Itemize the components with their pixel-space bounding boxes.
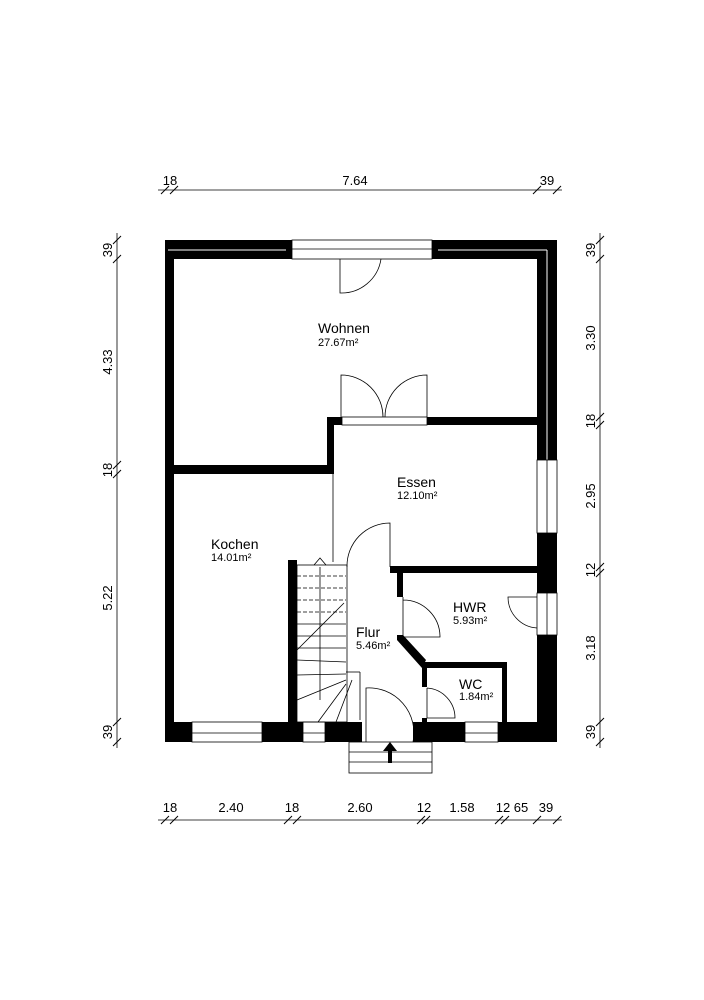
staircase — [296, 557, 361, 723]
dim-label: 2.95 — [583, 483, 598, 508]
dim-label: 3.30 — [583, 325, 598, 350]
dim-label: 2.60 — [347, 800, 372, 815]
dim-label: 12 — [496, 800, 510, 815]
room-flur: Flur 5.46m² — [356, 624, 391, 652]
dim-label: 18 — [583, 414, 598, 428]
room-name: Wohnen — [318, 320, 370, 336]
dim-label: 5.22 — [100, 585, 115, 610]
dim-label: 39 — [583, 725, 598, 739]
windows — [191, 239, 558, 743]
room-wc: WC 1.84m² — [459, 676, 494, 703]
dim-label: 7.64 — [342, 173, 367, 188]
room-wohnen: Wohnen 27.67m² — [318, 320, 370, 349]
dim-label: 39 — [100, 243, 115, 257]
door-swing-wc — [426, 687, 456, 719]
dimension-top: 18 7.64 39 — [158, 173, 562, 195]
room-name: Essen — [397, 474, 436, 490]
dim-label: 18 — [100, 463, 115, 477]
room-area: 12.10m² — [397, 490, 438, 502]
dim-label: 1.58 — [449, 800, 474, 815]
door-swing-wohnen-terrace — [339, 258, 382, 294]
room-area: 1.84m² — [459, 691, 494, 703]
dim-label: 39 — [539, 800, 553, 815]
dimension-bottom: 18 2.40 18 2.60 12 1.58 12 65 39 — [158, 800, 562, 825]
dim-label: 12 — [417, 800, 431, 815]
room-area: 5.46m² — [356, 640, 391, 652]
interior-walls — [174, 417, 537, 724]
dim-label: 18 — [163, 173, 177, 188]
dim-label: 12 — [583, 563, 598, 577]
stair-arrow-icon — [313, 557, 327, 566]
dim-label: 18 — [285, 800, 299, 815]
dim-label: 39 — [540, 173, 554, 188]
doors — [339, 258, 538, 743]
room-area: 14.01m² — [211, 552, 252, 564]
entrance-arrow-icon — [383, 742, 397, 763]
dim-label: 4.33 — [100, 349, 115, 374]
door-swing-hwr-window — [507, 596, 538, 629]
front-door-swing — [365, 687, 415, 743]
room-kochen: Kochen 14.01m² — [211, 536, 258, 564]
room-name: Kochen — [211, 536, 258, 552]
door-swing-flur-essen — [346, 522, 391, 568]
room-name: HWR — [453, 599, 486, 615]
dim-label: 39 — [583, 243, 598, 257]
room-area: 27.67m² — [318, 337, 359, 349]
dim-label: 18 — [163, 800, 177, 815]
double-door-wohnen-essen — [340, 374, 428, 418]
dim-label: 39 — [100, 725, 115, 739]
room-area: 5.93m² — [453, 615, 488, 627]
dim-label: 2.40 — [218, 800, 243, 815]
room-name: WC — [459, 676, 482, 692]
door-swing-hwr — [402, 597, 441, 638]
dimension-left: 39 4.33 18 5.22 39 — [100, 233, 122, 748]
room-essen: Essen 12.10m² — [397, 474, 438, 502]
room-name: Flur — [356, 624, 380, 640]
dim-label: 3.18 — [583, 635, 598, 660]
room-hwr: HWR 5.93m² — [453, 599, 488, 627]
dimension-right: 39 3.30 18 2.95 12 3.18 39 — [583, 233, 605, 748]
outer-walls — [165, 240, 557, 742]
dim-label: 65 — [514, 800, 528, 815]
entrance-steps — [348, 741, 433, 774]
